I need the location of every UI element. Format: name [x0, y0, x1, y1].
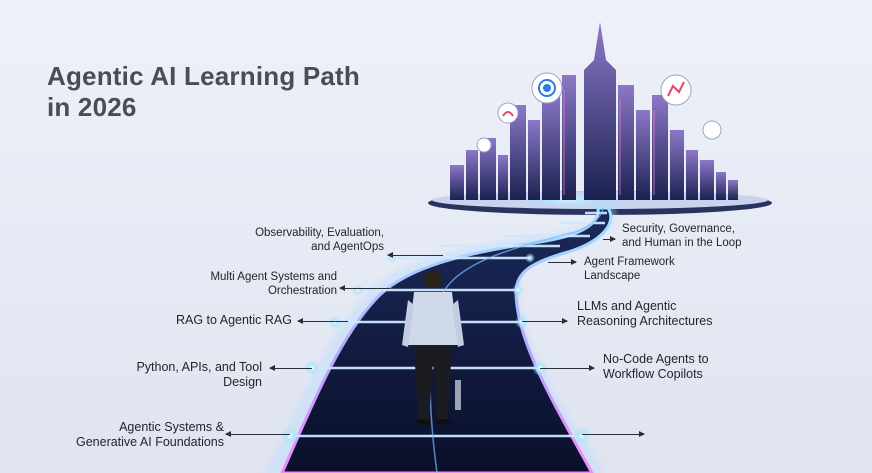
step-framework: Agent Framework Landscape [584, 256, 675, 282]
step-observability: Observability, Evaluation, and AgentOps [255, 227, 384, 253]
arrow-left-icon [339, 285, 390, 291]
page-title: Agentic AI Learning Path in 2026 [47, 61, 360, 123]
arrow-left-icon [225, 431, 290, 437]
arrow-right-icon [522, 318, 568, 324]
title-line-2: in 2026 [47, 92, 137, 122]
arrow-left-icon [387, 252, 443, 258]
person-figure [402, 270, 464, 425]
step-llms: LLMs and Agentic Reasoning Architectures [577, 299, 713, 328]
arrow-right-icon [582, 431, 645, 437]
step-multi-agent: Multi Agent Systems and Orchestration [210, 271, 337, 297]
arrow-left-icon [297, 318, 348, 324]
step-no-code: No-Code Agents to Workflow Copilots [603, 352, 709, 381]
step-security: Security, Governance, and Human in the L… [622, 223, 742, 249]
arrow-right-icon [540, 365, 595, 371]
arrow-right-icon [603, 236, 616, 242]
title-line-1: Agentic AI Learning Path [47, 61, 360, 91]
step-rag: RAG to Agentic RAG [175, 313, 292, 327]
step-foundations: Agentic Systems & Generative AI Foundati… [75, 420, 224, 449]
arrow-left-icon [269, 365, 312, 371]
arrow-right-icon [548, 259, 577, 265]
step-python-apis: Python, APIs, and Tool Design [136, 360, 262, 389]
